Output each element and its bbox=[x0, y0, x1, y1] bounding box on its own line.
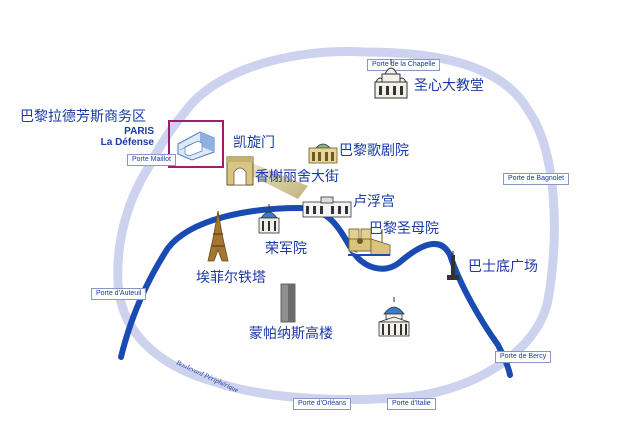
gate-porte-de-la-chapelle[interactable]: Porte de la Chapelle bbox=[367, 59, 441, 71]
champs-elysees-label: 香榭丽舍大街 bbox=[255, 169, 339, 185]
eiffel-tower-label: 埃菲尔铁塔 bbox=[196, 270, 266, 286]
opera-label: 巴黎歌剧院 bbox=[339, 143, 409, 159]
gate-porte-de-bagnolet[interactable]: Porte de Bagnolet bbox=[503, 173, 570, 185]
la-defense-paris-text: PARIS bbox=[124, 126, 154, 137]
la-defense-label-cn: 巴黎拉德芳斯商务区 bbox=[20, 109, 146, 125]
la-defense-name-text: La Défense bbox=[100, 137, 154, 148]
seine-river bbox=[118, 204, 513, 378]
pantheon-icon bbox=[378, 297, 410, 337]
gate-porte-de-bercy[interactable]: Porte de Bercy bbox=[495, 351, 552, 363]
arc-de-triomphe-label: 凯旋门 bbox=[233, 135, 275, 151]
gate-porte-d-orleans[interactable]: Porte d'Orléans bbox=[293, 398, 352, 410]
sacre-coeur-icon bbox=[374, 59, 408, 99]
ring-road-label-text: Boulevard Périphérique bbox=[176, 359, 240, 395]
bastille-column-icon bbox=[447, 251, 459, 280]
la-defense-highlight-frame[interactable] bbox=[168, 120, 224, 168]
louvre-label: 卢浮宫 bbox=[353, 194, 395, 210]
ring-road-label: Boulevard Périphérique bbox=[176, 359, 240, 395]
eiffel-tower-icon bbox=[207, 210, 229, 262]
gate-porte-d-italie[interactable]: Porte d'Italie bbox=[387, 398, 436, 410]
montparnasse-label: 蒙帕纳斯高楼 bbox=[249, 326, 333, 342]
notre-dame-label: 巴黎圣母院 bbox=[369, 221, 439, 237]
notre-dame-icon bbox=[348, 228, 391, 256]
champs-elysees-avenue bbox=[240, 163, 308, 199]
la-defense-logo-text: PARIS La Défense bbox=[84, 126, 154, 148]
louvre-icon bbox=[302, 196, 352, 218]
grande-arche-icon bbox=[177, 131, 215, 161]
gate-porte-maillot[interactable]: Porte Maillot bbox=[127, 154, 176, 166]
boulevard-peripherique-ring bbox=[113, 47, 559, 404]
gate-porte-d-auteuil[interactable]: Porte d'Auteuil bbox=[91, 288, 147, 300]
invalides-label: 荣军院 bbox=[265, 241, 307, 257]
montparnasse-tower-icon bbox=[280, 283, 296, 323]
arc-de-triomphe-icon bbox=[226, 156, 254, 186]
opera-garnier-icon bbox=[308, 143, 338, 164]
sacre-coeur-label: 圣心大教堂 bbox=[414, 78, 484, 94]
bastille-label: 巴士底广场 bbox=[468, 259, 538, 275]
invalides-icon bbox=[258, 204, 280, 234]
